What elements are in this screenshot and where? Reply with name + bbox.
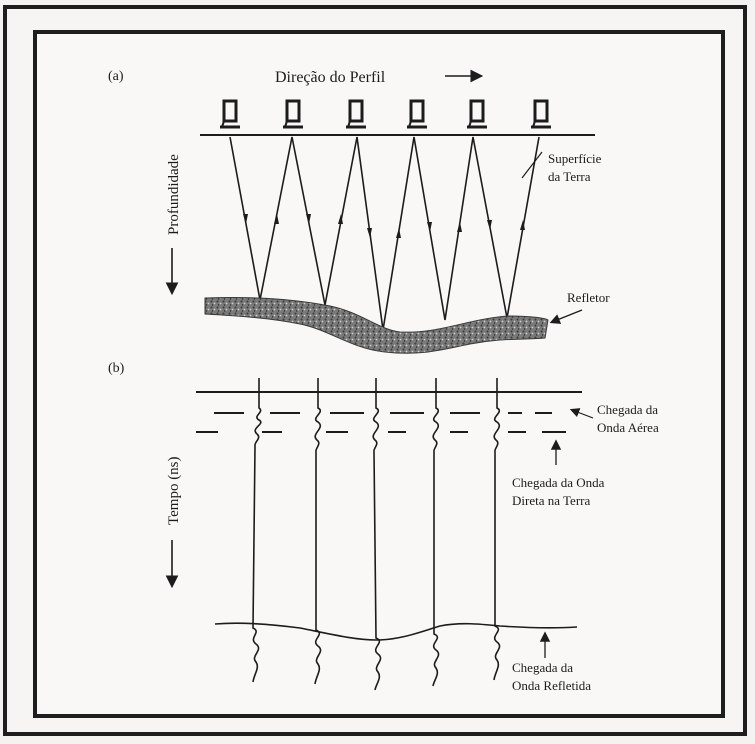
ray-arrowheads <box>243 214 525 238</box>
radar-trace <box>252 378 262 683</box>
reflector-label: Refletor <box>567 290 610 305</box>
surface-label-line2: da Terra <box>548 169 591 184</box>
air-wave-arrow <box>569 408 594 419</box>
radar-trace <box>432 378 440 687</box>
profile-direction-label: Direção do Perfil <box>275 69 386 86</box>
antenna-icon <box>283 99 303 129</box>
panel-a-label: (a) <box>108 69 124 84</box>
antenna-icon <box>467 99 487 129</box>
radar-trace <box>314 378 322 685</box>
antenna-icon <box>407 99 427 129</box>
reflected-wave-arrival-line <box>214 622 578 641</box>
air-wave-label: Chegada da <box>597 402 658 417</box>
reflector-arrow <box>549 309 583 324</box>
radar-trace <box>372 378 382 691</box>
antenna-icon <box>346 99 366 129</box>
surface-leader-line <box>521 151 543 179</box>
antenna-icon <box>220 99 240 129</box>
panel-b-label: (b) <box>108 361 125 376</box>
time-axis-label: Tempo (ns) <box>166 456 182 525</box>
depth-axis-label: Profundidade <box>166 154 182 235</box>
direct-wave-label: Chegada da Onda <box>512 475 605 490</box>
surface-label: Superfície <box>548 151 602 166</box>
reflected-wave-label-line2: Onda Refletida <box>512 678 591 693</box>
air-wave-label-line2: Onda Aérea <box>597 420 659 435</box>
radar-trace <box>493 378 501 681</box>
inner-frame <box>33 30 725 718</box>
reflector-layer <box>204 296 549 354</box>
antenna-icon <box>531 99 551 129</box>
direct-wave-label-line2: Direta na Terra <box>512 493 590 508</box>
reflected-wave-label: Chegada da <box>512 660 573 675</box>
